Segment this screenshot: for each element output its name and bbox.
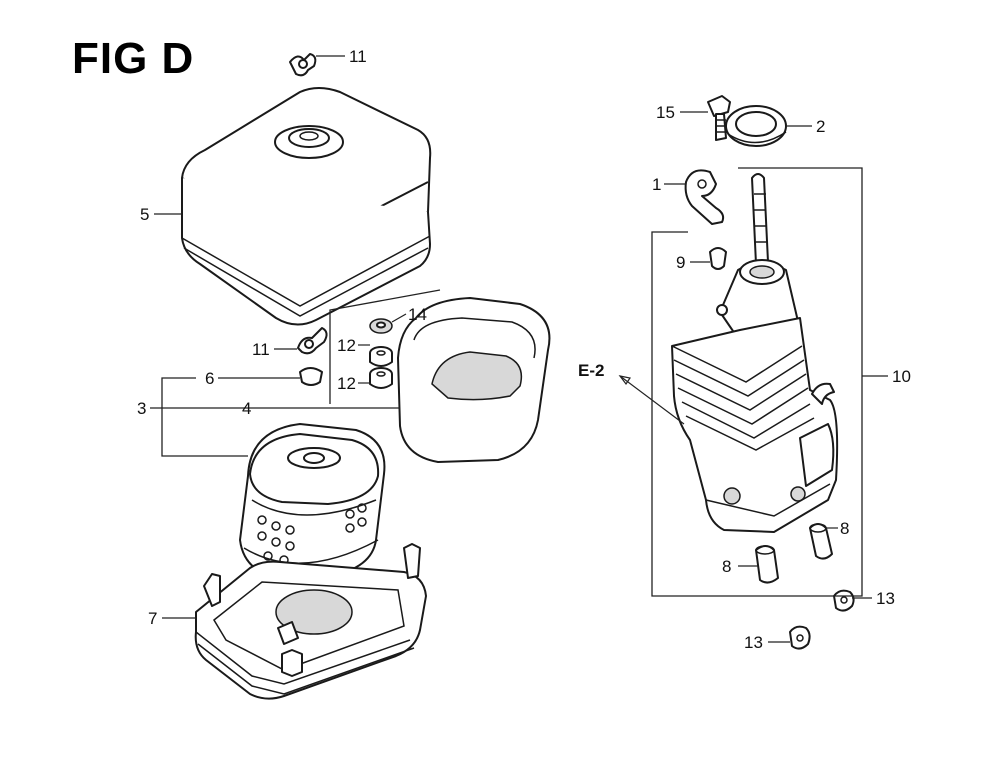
leaders-left [150,55,441,619]
pin-8-right [809,523,833,560]
clamp-1 [684,169,725,225]
callout-8-left: 8 [722,557,731,576]
callout-10: 10 [892,367,911,386]
callout-12-lower: 12 [337,374,356,393]
paper-element [239,423,386,579]
figure-title: FIG D [72,34,195,83]
assembly-frame-10 [651,167,888,597]
callout-4: 4 [242,399,251,418]
callout-1: 1 [652,175,661,194]
callout-9: 9 [676,253,685,272]
callout-11-lower: 11 [252,340,270,359]
callout-e2-reference: E-2 [578,361,604,380]
callout-13-left: 13 [744,633,763,652]
air-cleaner-base [194,543,427,700]
washer-14 [369,318,393,334]
nut-13-right [833,589,855,612]
nut-6 [299,367,323,386]
paper-element-perforations [257,503,367,565]
callout-6: 6 [205,369,214,388]
air-cleaner-case [671,173,839,533]
pin-8-left [755,545,779,584]
callout-12-upper: 12 [337,336,356,355]
air-cleaner-cover [181,87,432,326]
callout-2: 2 [816,117,825,136]
gasket-2 [725,105,787,147]
callout-14: 14 [408,305,427,324]
wing-nut-lower [297,327,328,355]
callout-3: 3 [137,399,146,418]
callout-7: 7 [148,609,157,628]
leaders-right [618,111,872,643]
callout-15: 15 [656,103,675,122]
nut-12-upper [369,346,393,367]
callout-13-right: 13 [876,589,895,608]
cap-9 [709,247,727,270]
callout-8-right: 8 [840,519,849,538]
bolt-15 [707,95,731,141]
callout-5: 5 [140,205,149,224]
callout-11-top: 11 [349,47,367,66]
foam-element [397,297,551,463]
nut-13-left [789,625,811,650]
nut-12-lower [369,367,393,389]
wing-nut-top [289,53,317,77]
